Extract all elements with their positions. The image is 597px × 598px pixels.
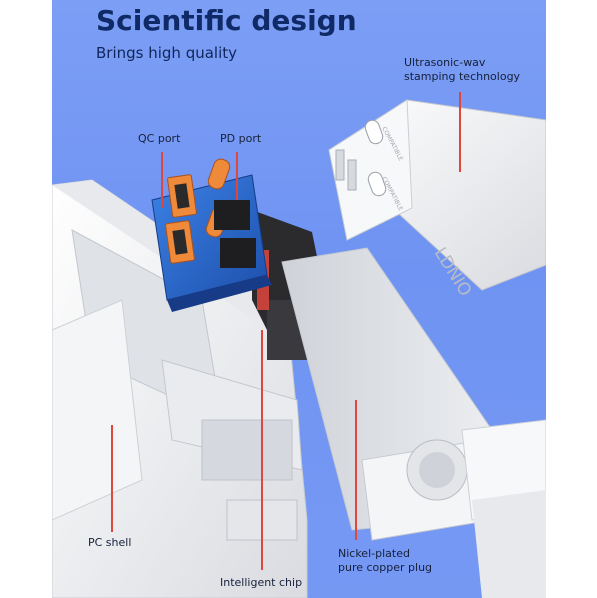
page-title: Scientific design — [96, 4, 357, 37]
blue-background-panel: LDNIO COMPATIBLE COMPATIBLE Scientific d… — [52, 0, 546, 598]
callout-ultrasonic-line2: stamping technology — [404, 70, 521, 83]
callout-copper-plug-line1: Nickel-plated — [338, 547, 410, 560]
callout-ultrasonic-line1: Ultrasonic-wav — [404, 56, 486, 69]
charger-exploded-illustration: LDNIO COMPATIBLE COMPATIBLE — [52, 92, 546, 598]
pd-ports — [205, 158, 256, 268]
callout-qc-port: QC port — [138, 132, 181, 145]
callout-copper-plug-line2: pure copper plug — [338, 561, 433, 574]
page-subtitle: Brings high quality — [96, 44, 238, 62]
top-cap — [328, 99, 546, 291]
callout-copper-plug: Nickel-plated pure copper plug — [338, 547, 432, 575]
callout-pc-shell: PC shell — [88, 536, 132, 549]
callout-lines — [111, 92, 461, 570]
qc-ports — [165, 174, 197, 264]
callout-intelligent-chip: Intelligent chip — [220, 576, 303, 589]
callout-ultrasonic: Ultrasonic-wav stamping technology — [404, 56, 520, 84]
callout-pd-port: PD port — [220, 132, 262, 145]
back-housing — [281, 247, 546, 598]
